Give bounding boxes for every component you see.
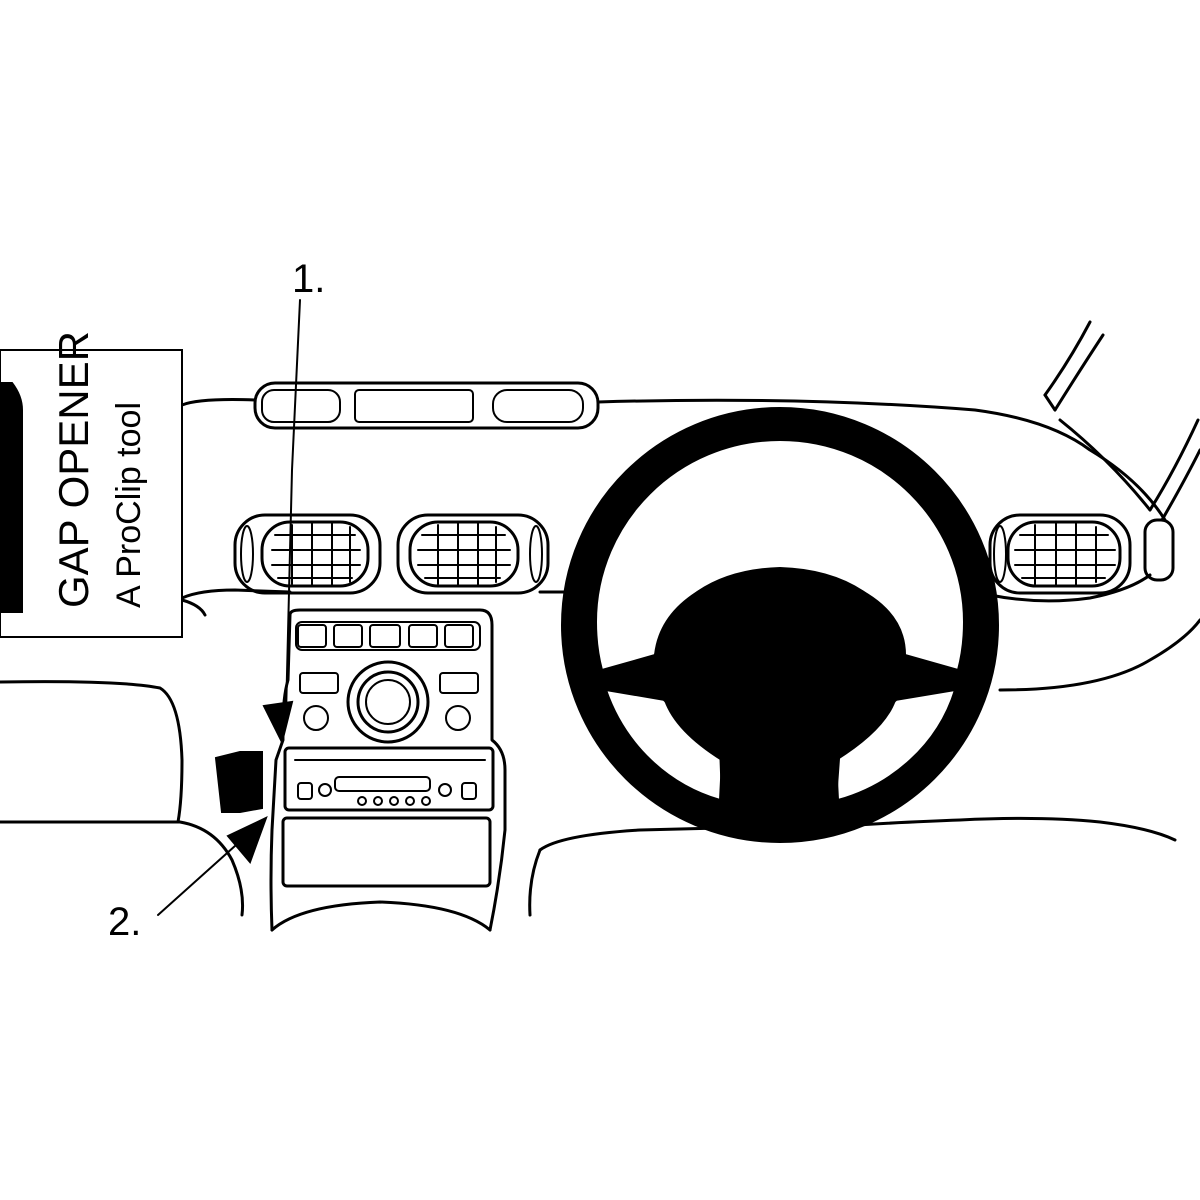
arrow-head-2 — [226, 816, 268, 864]
callout-label-1: 1. — [292, 257, 325, 301]
dashboard-outline — [0, 320, 1200, 917]
steering-wheel — [560, 406, 1000, 844]
tool-title: GAP OPENER — [50, 331, 97, 608]
arrow-head-1 — [262, 700, 294, 745]
callout-label-2: 2. — [108, 900, 141, 944]
callout-1: 1. — [262, 257, 325, 745]
radio-unit — [283, 746, 495, 812]
mount-bracket — [214, 751, 263, 813]
air-vent-left — [233, 513, 382, 595]
callout-2: 2. — [108, 816, 268, 944]
gap-opener-tool-box: GAP OPENER A ProClip tool — [0, 331, 183, 638]
console-button-row — [295, 621, 481, 651]
climate-controls — [299, 660, 479, 744]
tool-subtitle: A ProClip tool — [110, 402, 148, 608]
air-vent-right — [988, 513, 1175, 595]
air-vent-center — [396, 513, 550, 595]
center-console — [269, 608, 507, 932]
gap-opener-tool-icon — [0, 382, 23, 613]
defrost-vent-strip — [253, 381, 600, 430]
storage-compartment — [281, 816, 492, 888]
